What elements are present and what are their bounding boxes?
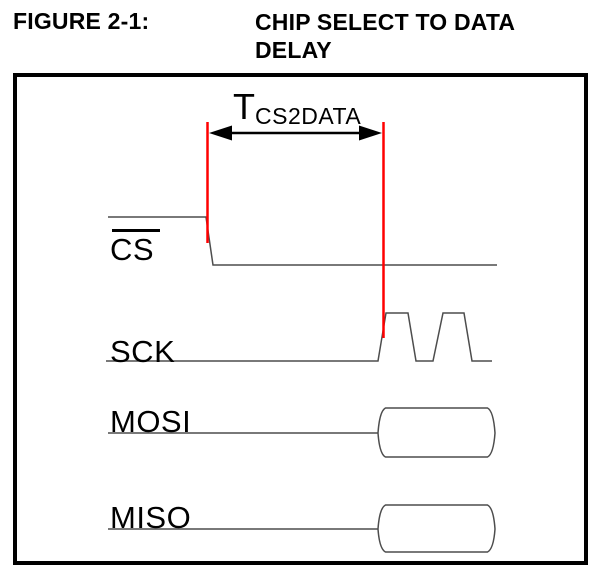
- timing-diagram-box: TCS2DATA CS SCK MOSI MISO: [13, 73, 588, 565]
- sck-waveform: [106, 312, 492, 362]
- miso-bus-shape: [377, 504, 496, 553]
- figure-title: CHIP SELECT TO DATA DELAY: [255, 9, 515, 63]
- signal-label-miso: MISO: [110, 500, 192, 535]
- signal-label-cs: CS: [110, 232, 155, 267]
- timing-subscript: CS2DATA: [255, 103, 362, 129]
- timing-delay-label: TCS2DATA: [233, 86, 361, 128]
- cs-waveform: [108, 216, 497, 266]
- timing-arrow-left-head: [209, 125, 232, 141]
- timing-diagram-canvas: [106, 122, 497, 553]
- signal-label-sck: SCK: [110, 334, 176, 369]
- timing-arrow-right-head: [359, 125, 382, 141]
- timing-symbol: T: [233, 86, 255, 127]
- cs-overline-bar: [112, 229, 160, 232]
- signal-label-mosi: MOSI: [110, 404, 192, 439]
- mosi-bus-shape: [377, 407, 496, 458]
- figure-number-label: FIGURE 2-1:: [13, 8, 150, 34]
